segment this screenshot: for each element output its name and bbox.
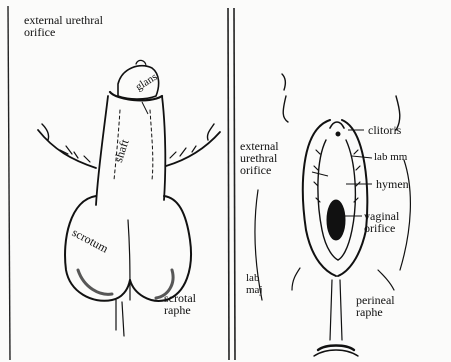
- labium-minus-label: lab mm: [374, 152, 407, 163]
- left-border: [8, 6, 10, 360]
- urethral-orifice-pointer: [312, 172, 328, 176]
- male-external-urethral-orifice-label: external urethral orifice: [24, 14, 104, 38]
- hymen-label: hymen: [376, 178, 409, 190]
- labium-majus-label: lab maj: [246, 272, 276, 296]
- female-external-urethral-orifice-label: external urethral orifice: [240, 140, 310, 176]
- center-divider-1: [228, 8, 229, 360]
- scrotal-raphe-label: scrotal raphe: [164, 292, 224, 316]
- center-divider-2: [234, 8, 235, 360]
- vaginal-orifice-label: vaginal orifice: [364, 210, 424, 234]
- clitoris-label: clitoris: [368, 124, 401, 136]
- perineal-raphe-label: perineal raphe: [356, 294, 416, 318]
- labium-minus-pointer: [352, 156, 372, 158]
- glans-pointer: [142, 102, 148, 114]
